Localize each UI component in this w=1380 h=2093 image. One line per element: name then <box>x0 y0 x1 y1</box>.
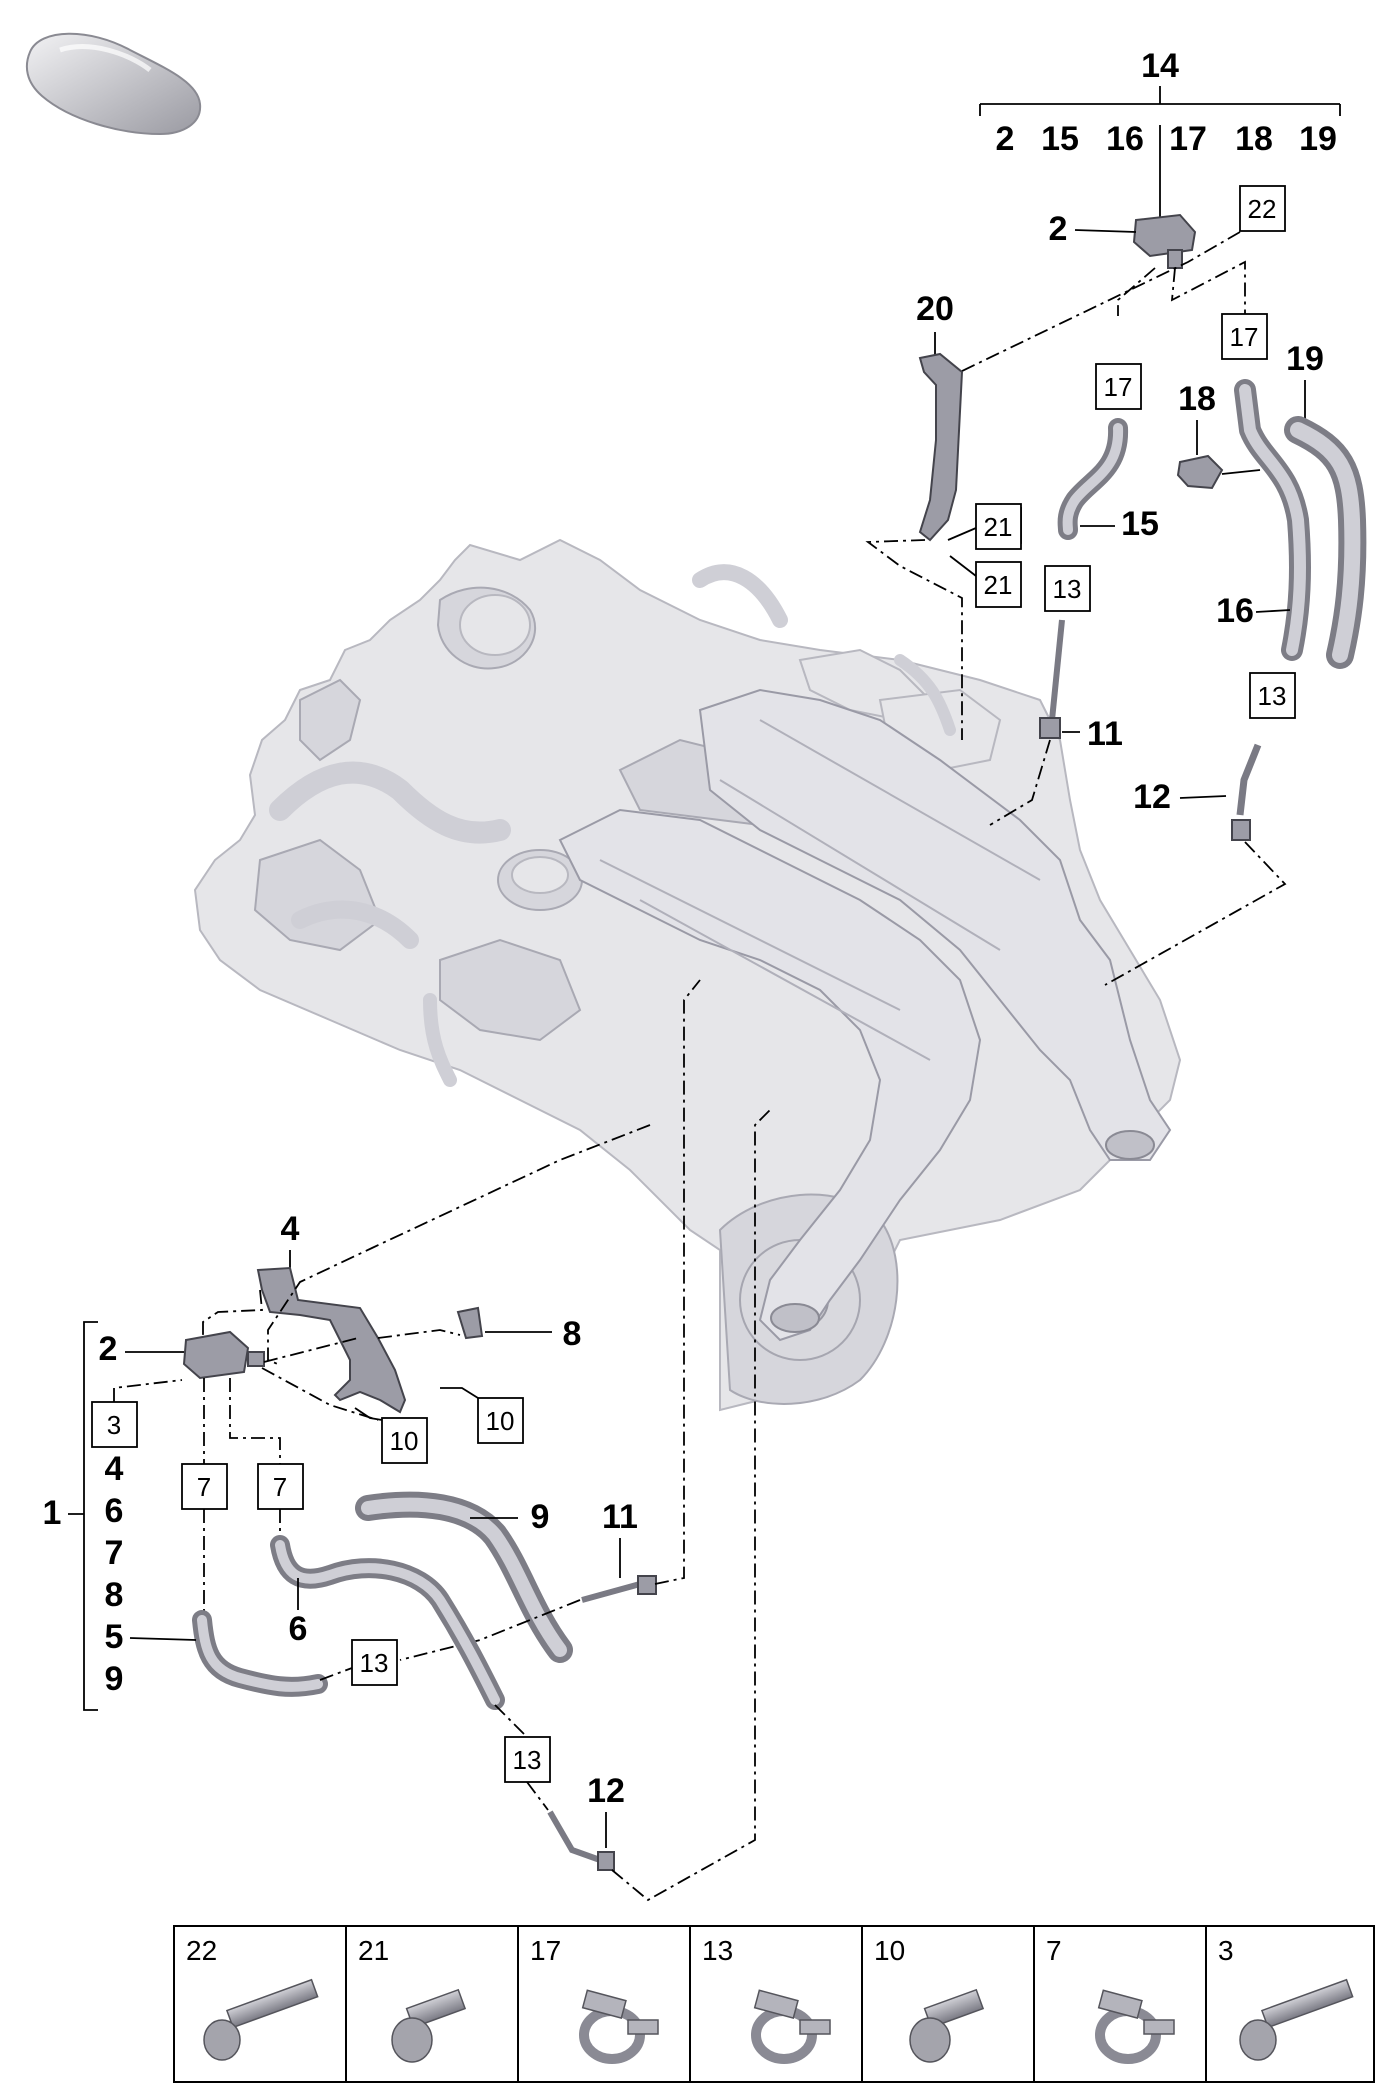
hose-5 <box>192 1610 328 1697</box>
callout-16: 16 <box>1216 592 1254 630</box>
box-21a <box>975 503 1022 550</box>
box-13d-label: 13 <box>513 1745 542 1775</box>
box-17a <box>1095 363 1142 410</box>
long-bolt-icon <box>1239 1978 1354 2061</box>
group1-item: 9 <box>105 1660 124 1698</box>
box-22 <box>1239 185 1286 232</box>
legend-label: 17 <box>530 1935 561 1966</box>
hose-19 <box>1284 416 1367 669</box>
box-21b-label: 21 <box>984 570 1013 600</box>
box-13a <box>1044 565 1091 612</box>
clip-8 <box>456 1306 484 1340</box>
box-13d <box>504 1736 551 1783</box>
legend-label: 21 <box>358 1935 389 1966</box>
callout-group-14: 14 2 15 16 17 18 19 <box>979 47 1341 218</box>
box-10a <box>477 1397 524 1444</box>
callout-15: 15 <box>1121 505 1159 543</box>
group1-item: 4 <box>105 1450 124 1488</box>
callout-11-top: 11 <box>1087 715 1123 753</box>
box-17b <box>1221 313 1268 360</box>
hose-16 <box>1234 379 1311 661</box>
box-10b <box>381 1417 428 1464</box>
box-17b-label: 17 <box>1230 322 1259 352</box>
hose-clamp-icon <box>579 1989 659 2064</box>
callout-14: 14 <box>1141 47 1179 85</box>
pressure-sensor-top <box>1132 213 1197 269</box>
engine-illustration <box>193 538 1182 1412</box>
legend-cell: 3 <box>1218 1935 1354 2061</box>
callout-9: 9 <box>531 1498 550 1536</box>
box-7b-label: 7 <box>273 1472 287 1502</box>
callout-8: 8 <box>563 1315 582 1353</box>
callout-20: 20 <box>916 290 954 328</box>
sensor-11-top <box>1039 619 1065 739</box>
sensor-11-bottom <box>581 1575 657 1603</box>
box-13b <box>1249 672 1296 719</box>
hose-15 <box>1057 418 1129 540</box>
box-10b-label: 10 <box>390 1426 419 1456</box>
box-21a-label: 21 <box>984 512 1013 542</box>
callout-2-bottom: 2 <box>99 1330 118 1368</box>
group14-item: 18 <box>1235 120 1273 158</box>
box-17a-label: 17 <box>1104 372 1133 402</box>
group14-item: 19 <box>1299 120 1337 158</box>
callout-2-top: 2 <box>1049 210 1068 248</box>
legend-cell: 10 <box>874 1935 985 2063</box>
hose-6 <box>270 1535 505 1710</box>
hose-clamp-icon <box>1095 1989 1175 2064</box>
group1-item: 8 <box>105 1576 124 1614</box>
group14-item: 17 <box>1169 120 1207 158</box>
legend-label: 7 <box>1046 1935 1062 1966</box>
short-bolt-icon <box>909 1988 985 2063</box>
hose-9 <box>355 1491 573 1663</box>
callout-11-bottom: 11 <box>602 1498 638 1536</box>
legend-label: 3 <box>1218 1935 1234 1966</box>
callout-19: 19 <box>1286 340 1324 378</box>
hose-clamp-icon <box>751 1989 831 2064</box>
box-10a-label: 10 <box>486 1406 515 1436</box>
callout-18: 18 <box>1178 380 1216 418</box>
legend-label: 10 <box>874 1935 905 1966</box>
short-bolt-icon <box>391 1988 467 2063</box>
callout-4: 4 <box>281 1210 300 1248</box>
legend-cell: 21 <box>358 1935 467 2063</box>
callout-1: 1 <box>43 1494 62 1532</box>
sensor-12-bottom <box>547 1810 615 1871</box>
box-13a-label: 13 <box>1053 574 1082 604</box>
box-7a-label: 7 <box>197 1472 211 1502</box>
sensor-12-top <box>1231 743 1262 841</box>
pressure-sensor-bottom <box>182 1330 265 1380</box>
group1-item: 7 <box>105 1534 124 1572</box>
group14-item: 16 <box>1106 120 1144 158</box>
clip-18 <box>1176 454 1224 490</box>
bracket-20 <box>918 352 964 542</box>
long-bolt-icon <box>203 1978 319 2061</box>
group14-item: 15 <box>1041 120 1079 158</box>
legend-cell: 13 <box>702 1935 831 2064</box>
legend-cell: 7 <box>1046 1935 1175 2064</box>
legend-cell: 22 <box>186 1935 319 2061</box>
callout-group-1: 1 4 6 7 8 5 9 <box>43 1321 124 1711</box>
box-22-label: 22 <box>1248 194 1277 224</box>
bracket-4 <box>256 1266 407 1414</box>
box-13c <box>351 1639 398 1686</box>
box-13c-label: 13 <box>360 1648 389 1678</box>
fastener-legend: 22 21 17 13 <box>173 1925 1375 2083</box>
group1-item: 5 <box>105 1618 124 1656</box>
box-13b-label: 13 <box>1258 681 1287 711</box>
legend-label: 13 <box>702 1935 733 1966</box>
legend-label: 22 <box>186 1935 217 1966</box>
callout-12-bottom: 12 <box>587 1772 625 1810</box>
callout-12-top: 12 <box>1133 778 1171 816</box>
callout-6: 6 <box>289 1610 308 1648</box>
group14-item: 2 <box>996 120 1015 158</box>
vehicle-icon <box>25 32 202 136</box>
legend-cell: 17 <box>530 1935 659 2064</box>
box-3-label: 3 <box>107 1410 121 1440</box>
group1-item: 6 <box>105 1492 124 1530</box>
box-21b <box>975 561 1022 608</box>
